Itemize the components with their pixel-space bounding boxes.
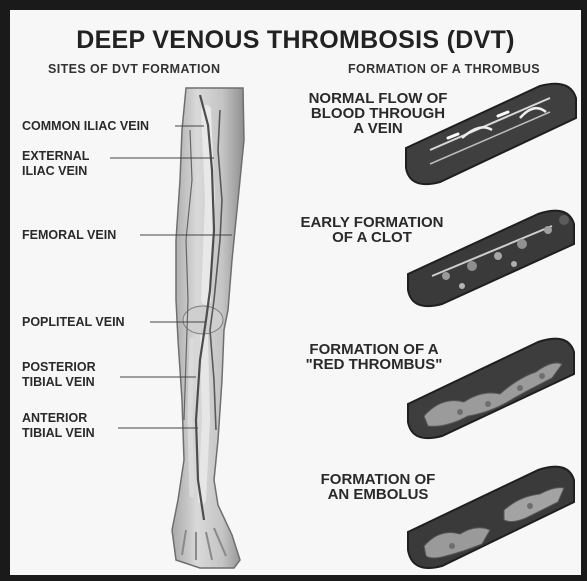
tibia-bone xyxy=(202,335,206,500)
vessel-red-thrombus xyxy=(402,332,580,444)
label-popliteal-vein: POPLITEAL VEIN xyxy=(22,315,125,330)
knee-joint xyxy=(183,306,223,334)
vessel-normal-flow xyxy=(400,78,580,190)
label-external-iliac-vein: EXTERNAL ILIAC VEIN xyxy=(22,149,89,179)
vessel-embolus xyxy=(402,458,580,574)
label-anterior-tibial-vein: ANTERIOR TIBIAL VEIN xyxy=(22,411,95,441)
label-common-iliac-vein: COMMON ILIAC VEIN xyxy=(22,119,149,134)
label-posterior-tibial-vein: POSTERIOR TIBIAL VEIN xyxy=(22,360,96,390)
fibula-bone xyxy=(190,340,192,495)
vessel-early-clot xyxy=(402,204,580,312)
label-femoral-vein: FEMORAL VEIN xyxy=(22,228,116,243)
